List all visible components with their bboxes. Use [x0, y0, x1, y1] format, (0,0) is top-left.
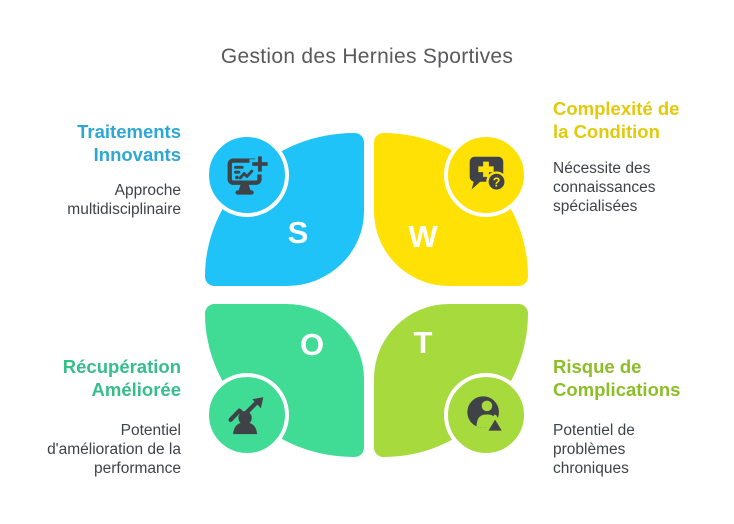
letter-s: S — [287, 215, 309, 250]
weaknesses-description: Nécessite des connaissances spécialisées — [553, 160, 656, 215]
strengths-heading: Traitements Innovants — [77, 121, 181, 165]
letter-w: W — [408, 219, 438, 254]
quadrant-opportunities-petal: O — [205, 304, 364, 457]
quadrant-strengths-petal: S — [205, 133, 364, 286]
letter-t: T — [413, 325, 433, 360]
threats-description: Potentiel de problèmes chroniques — [553, 422, 635, 477]
threats-label: Risque de Complications Potentiel de pro… — [553, 356, 703, 478]
strengths-icon-circle — [205, 133, 289, 217]
strengths-description: Approche multidisciplinaire — [67, 182, 181, 218]
medical-question-chat-icon: ? — [469, 156, 507, 193]
opportunities-label: Récupération Améliorée Potentiel d'améli… — [20, 356, 181, 478]
letter-o: O — [299, 327, 325, 362]
page-title: Gestion des Hernies Sportives — [220, 45, 514, 68]
threats-icon-circle — [444, 373, 528, 457]
quadrant-threats-petal: T — [374, 304, 528, 457]
svg-text:?: ? — [493, 175, 501, 189]
quadrant-weaknesses-petal: W ? — [374, 133, 528, 286]
opportunities-description: Potentiel d'amélioration de la performan… — [47, 422, 181, 477]
weaknesses-heading: Complexité de la Condition — [553, 98, 680, 142]
growth-person-arrow-icon — [228, 397, 264, 435]
opportunities-heading: Récupération Améliorée — [62, 356, 181, 400]
monitor-chart-plus-icon — [227, 153, 270, 195]
user-warning-icon — [467, 396, 507, 434]
strengths-label: Traitements Innovants Approche multidisc… — [20, 121, 181, 219]
threats-heading: Risque de Complications — [553, 356, 681, 400]
weaknesses-label: Complexité de la Condition Nécessite des… — [553, 98, 703, 216]
weaknesses-icon-circle: ? — [444, 133, 528, 217]
opportunities-icon-circle — [205, 373, 289, 457]
